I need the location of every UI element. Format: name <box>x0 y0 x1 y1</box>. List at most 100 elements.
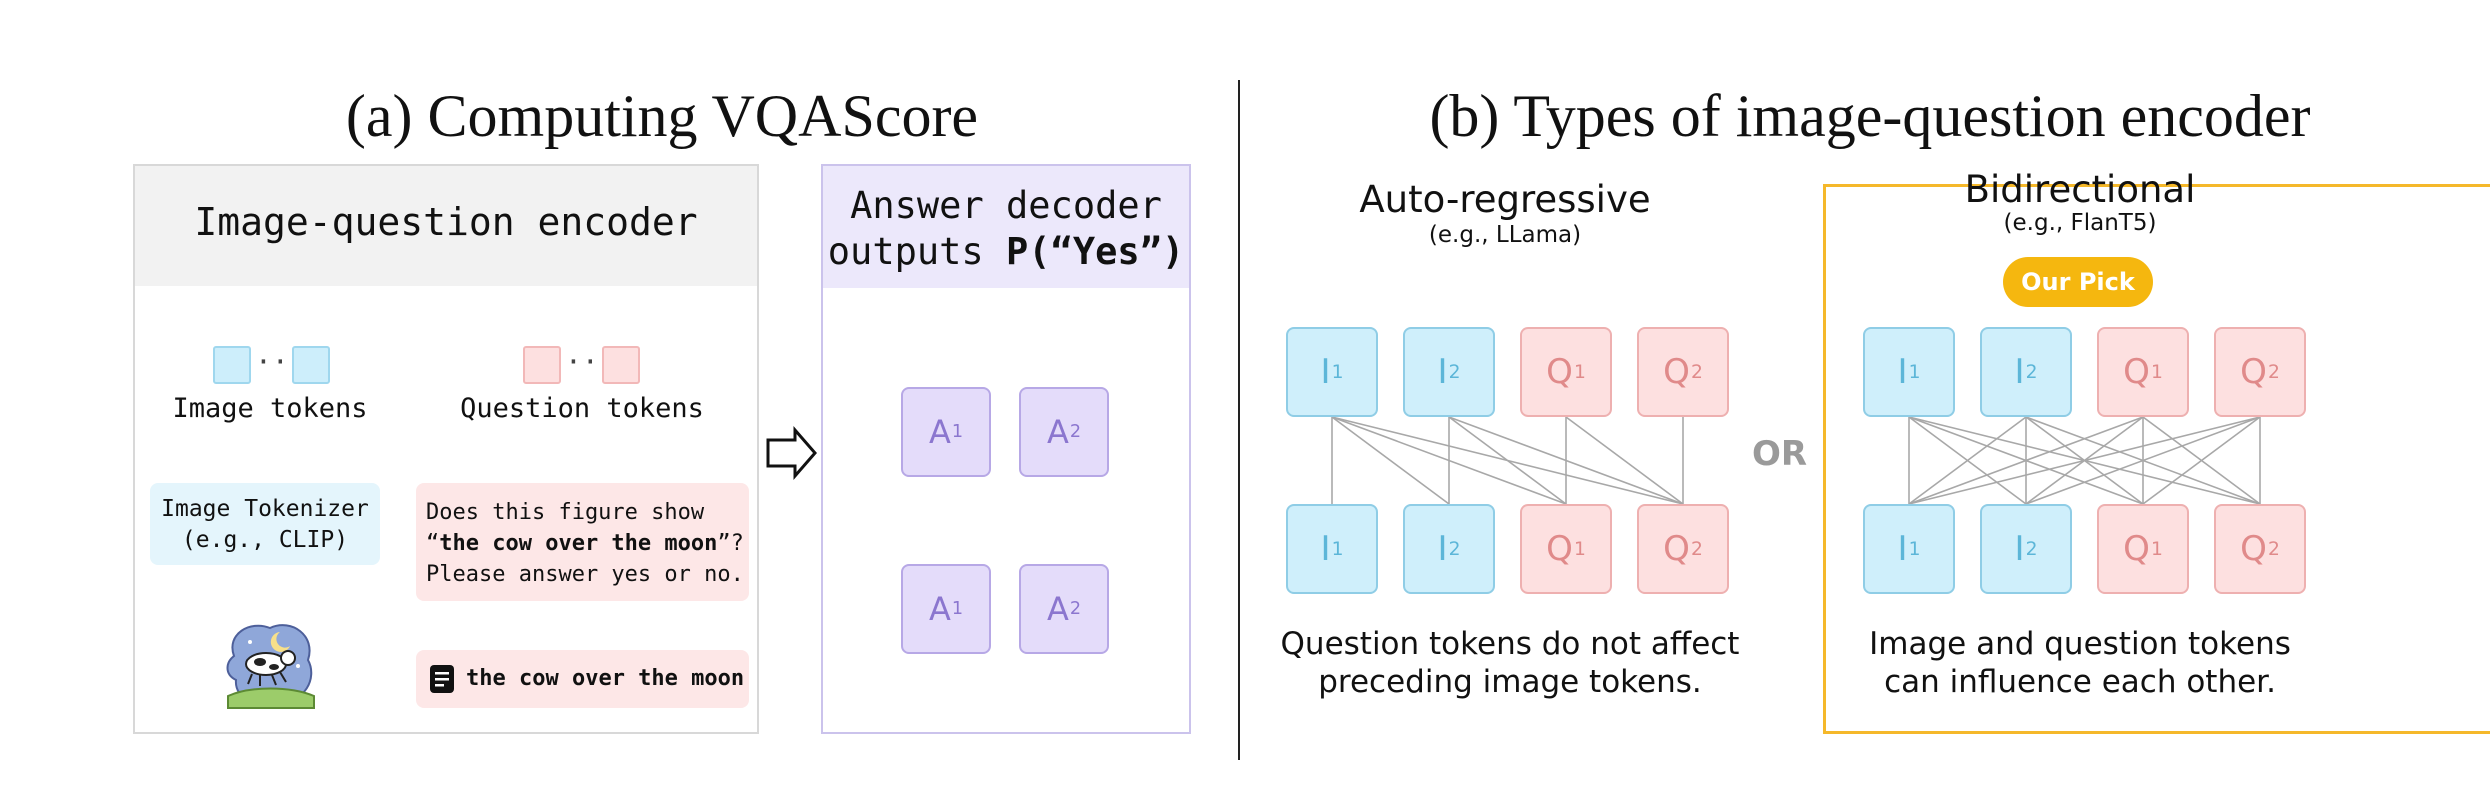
node-base: I <box>1320 352 1331 392</box>
node-sub: 2 <box>1690 361 1703 383</box>
bidirectional-edge <box>1908 416 2144 505</box>
node-sub: 2 <box>2025 361 2038 383</box>
autoregressive-desc-line1: Question tokens do not affect <box>1280 626 1740 662</box>
bidirectional-edge <box>2025 416 2261 505</box>
node-sub: 2 <box>1448 538 1461 560</box>
document-icon <box>430 665 454 693</box>
decoder-title-prob: P(“Yes”) <box>1006 230 1185 273</box>
question-line3: Please answer yes or no. <box>426 562 744 587</box>
quote-close: ”? <box>717 531 744 556</box>
bidirectional-description: Image and question tokens can influence … <box>1830 625 2330 701</box>
autoregressive-edge <box>1331 416 1450 505</box>
decoder-title-prefix: outputs <box>827 230 1006 273</box>
image-tokens-label: Image tokens <box>172 393 368 424</box>
decoder-header <box>823 166 1189 288</box>
panel-divider <box>1238 80 1240 760</box>
image-tokenizer-box <box>150 483 380 565</box>
image-token-square <box>213 346 251 384</box>
node-sub: 1 <box>1573 361 1586 383</box>
node-base: I <box>1897 352 1908 392</box>
node-base: A <box>928 413 951 451</box>
bidirectional-title: Bidirectional <box>1964 168 2196 211</box>
node-sub: 1 <box>951 599 964 619</box>
node-base: Q <box>2123 529 2150 569</box>
our-pick-highlight-box <box>1823 184 2490 734</box>
autoregressive-edge <box>1331 416 1567 505</box>
image-tokenizer-text: Image Tokenizer (e.g., CLIP) <box>150 494 380 556</box>
node-sub: 1 <box>951 422 964 442</box>
decoder-title-line2: outputs P(“Yes”) <box>823 229 1189 275</box>
decoder-title-line1: Answer decoder <box>850 184 1162 227</box>
bidirectional-desc-line2: can influence each other. <box>1884 664 2276 700</box>
question-line2: “the cow over the moon”? <box>426 528 744 559</box>
question-prompt-text: Does this figure show “the cow over the … <box>426 497 744 590</box>
node-base: Q <box>1663 529 1690 569</box>
tokenizer-line1: Image Tokenizer <box>161 496 369 522</box>
node-sub: 2 <box>1448 361 1461 383</box>
panel-a-title: (a) Computing VQAScore <box>345 83 979 149</box>
node-sub: 1 <box>2150 538 2163 560</box>
question-bold-caption: the cow over the moon <box>439 531 718 556</box>
node-base: Q <box>1546 529 1573 569</box>
node-sub: 2 <box>1069 599 1082 619</box>
autoregressive-edge <box>1448 416 1684 505</box>
encoder-title: Image-question encoder <box>194 200 698 244</box>
autoregressive-desc-line2: preceding image tokens. <box>1318 664 1702 700</box>
question-prompt-box <box>416 483 749 601</box>
node-sub: 1 <box>1908 538 1921 560</box>
node-base: Q <box>2240 529 2267 569</box>
node-base: I <box>1437 529 1448 569</box>
or-label: OR <box>1752 434 1808 474</box>
question-line1: Does this figure show <box>426 500 705 525</box>
quote-open: “ <box>426 531 440 556</box>
node-sub: 1 <box>1331 361 1344 383</box>
node-base: A <box>928 590 951 628</box>
node-sub: 2 <box>2267 361 2280 383</box>
autoregressive-title: Auto-regressive <box>1359 178 1651 221</box>
question-token-square <box>602 346 640 384</box>
node-base: I <box>1897 529 1908 569</box>
bidirectional-edge <box>2142 416 2261 505</box>
node-base: A <box>1046 590 1069 628</box>
node-base: Q <box>1546 352 1573 392</box>
caption-box <box>416 650 749 708</box>
node-sub: 1 <box>2150 361 2163 383</box>
node-sub: 1 <box>1573 538 1586 560</box>
node-base: I <box>2014 352 2025 392</box>
node-base: Q <box>2240 352 2267 392</box>
node-base: I <box>1437 352 1448 392</box>
autoregressive-edge <box>1331 416 1684 505</box>
node-sub: 2 <box>2267 538 2280 560</box>
node-sub: 2 <box>1690 538 1703 560</box>
our-pick-badge: Our Pick <box>2003 257 2153 307</box>
node-base: A <box>1046 413 1069 451</box>
right-arrow-icon <box>766 425 817 481</box>
encoder-header <box>135 166 757 286</box>
cow-over-moon-image <box>226 624 315 709</box>
tokenizer-line2: (e.g., CLIP) <box>181 527 349 553</box>
bidirectional-edge <box>1908 416 2261 505</box>
node-base: Q <box>1663 352 1690 392</box>
caption-text: the cow over the moon <box>466 666 745 691</box>
bidirectional-desc-line1: Image and question tokens <box>1869 626 2291 662</box>
decoder-title: Answer decoder outputs P(“Yes”) <box>823 183 1189 275</box>
bidirectional-note: (e.g., FlanT5) <box>2003 210 2157 236</box>
